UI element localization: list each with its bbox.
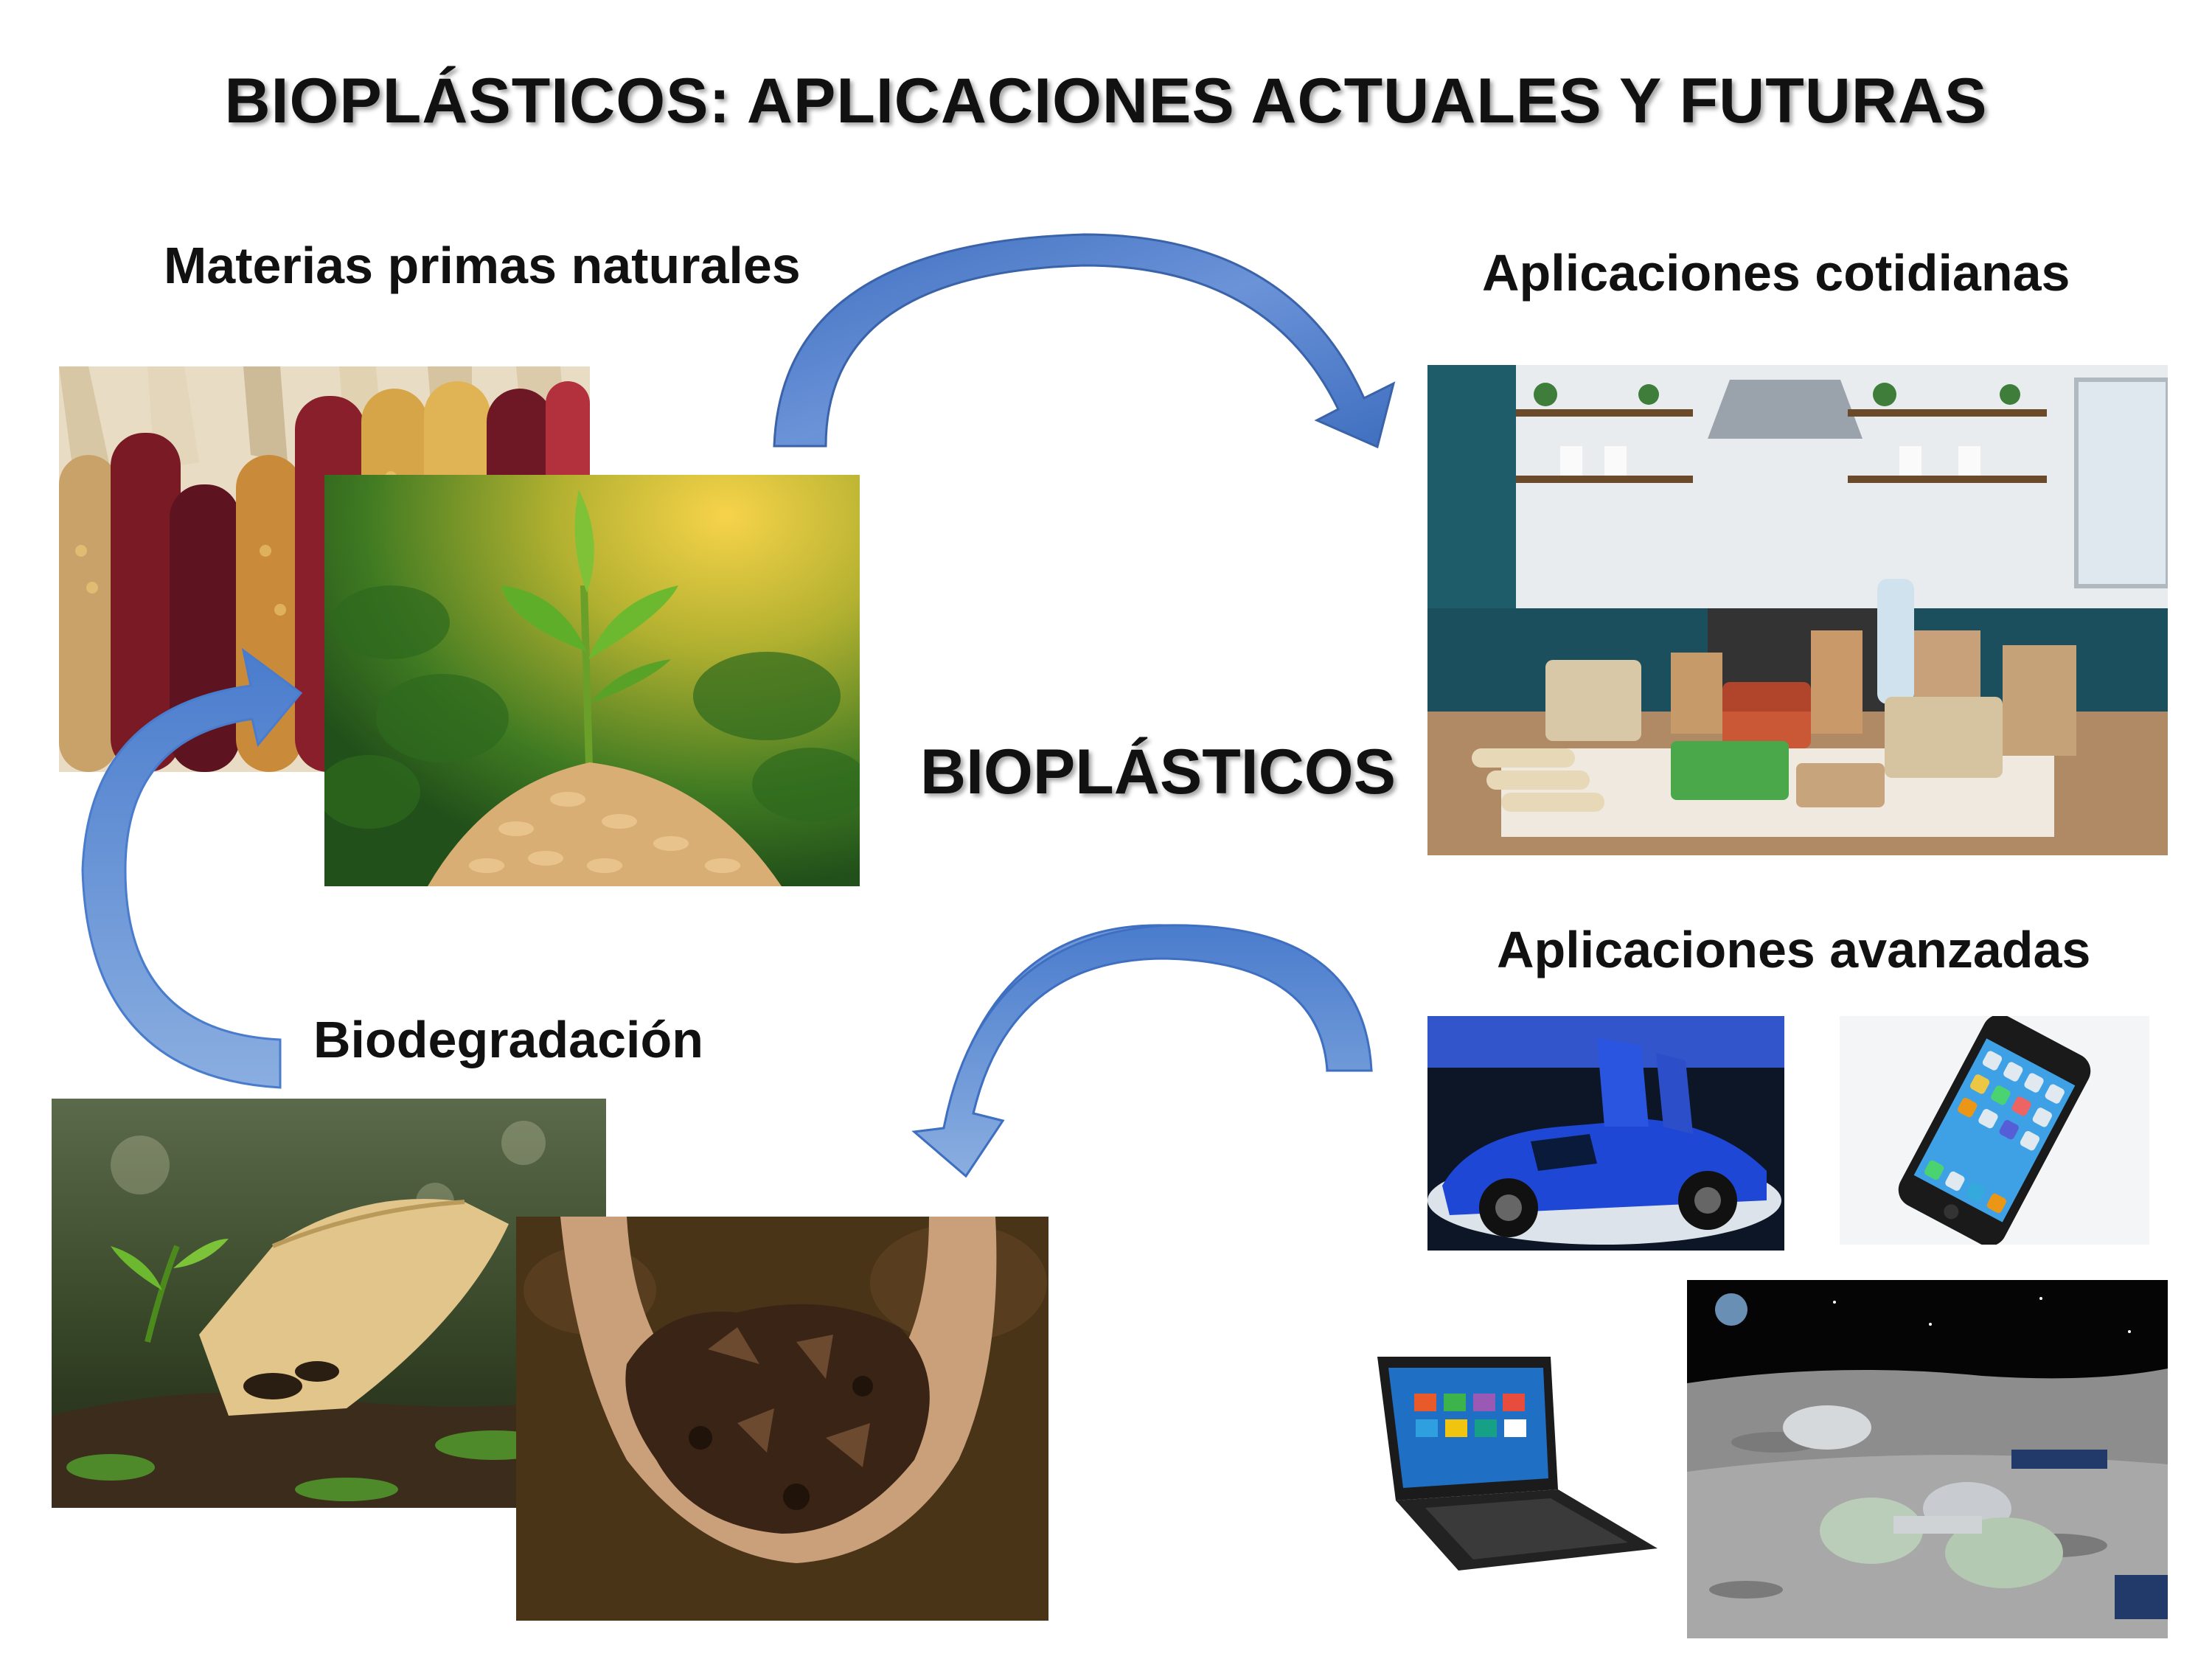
arrow-raw-to-everyday bbox=[773, 233, 1396, 449]
page-title: BIOPLÁSTICOS: APLICACIONES ACTUALES Y FU… bbox=[224, 66, 1988, 136]
center-label: BIOPLÁSTICOS bbox=[920, 737, 1397, 807]
kitchen-image bbox=[1427, 365, 2168, 855]
label-biodegradation: Biodegradación bbox=[313, 1011, 703, 1068]
arrow-biodegradation-to-raw bbox=[81, 647, 303, 1089]
soil-hands-image bbox=[516, 1217, 1048, 1621]
label-raw-materials: Materias primas naturales bbox=[164, 237, 801, 294]
label-advanced-applications: Aplicaciones avanzadas bbox=[1497, 921, 2091, 978]
sports-car-image bbox=[1427, 1016, 1784, 1251]
label-everyday-applications: Aplicaciones cotidianas bbox=[1482, 244, 2070, 302]
arrow-advanced-to-biodegradation bbox=[911, 924, 1373, 1178]
decomposing-bag-image bbox=[52, 1099, 606, 1508]
laptop-image bbox=[1363, 1342, 1665, 1578]
smartphone-image bbox=[1840, 1016, 2149, 1245]
moon-base-image bbox=[1687, 1280, 2168, 1638]
seedling-pellets-image bbox=[324, 475, 860, 886]
